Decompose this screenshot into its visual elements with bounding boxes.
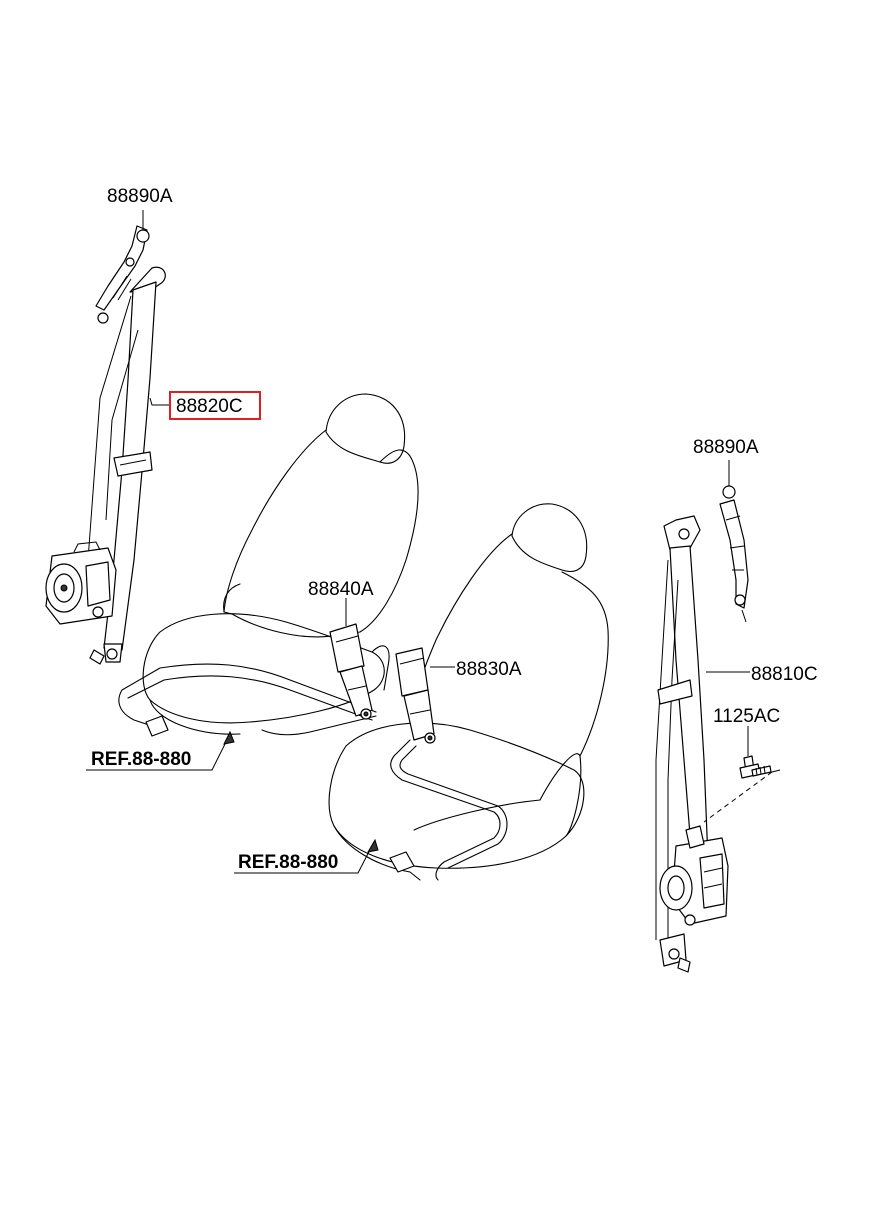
lower-anchor-left[interactable] [89, 643, 123, 665]
leader-lines [86, 210, 750, 874]
seat-right [328, 503, 609, 881]
label-belt-front-left[interactable]: 88820C [176, 396, 243, 417]
belt-webbing-right[interactable] [655, 545, 709, 940]
retractor-left[interactable] [45, 541, 117, 625]
selected-part-highlight [169, 391, 261, 420]
harness-right [389, 739, 508, 881]
label-buckle-left[interactable]: 88840A [308, 579, 374, 600]
buckle-left[interactable] [329, 623, 373, 720]
belt-webbing-left[interactable] [87, 266, 166, 651]
retractor-right[interactable] [659, 825, 729, 926]
label-ref-left[interactable]: REF.88-880 [91, 749, 191, 770]
bolt[interactable] [703, 755, 781, 823]
buckle-right[interactable] [395, 647, 436, 744]
label-anchor-upper-left[interactable]: 88890A [107, 186, 173, 207]
seat-left [142, 393, 419, 735]
label-anchor-upper-right[interactable]: 88890A [693, 437, 759, 458]
lower-anchor-right[interactable] [659, 933, 691, 973]
label-belt-front-right[interactable]: 88810C [751, 664, 818, 685]
label-buckle-right[interactable]: 88830A [456, 659, 522, 680]
right-seat-belt-assembly [655, 485, 781, 973]
label-bolt[interactable]: 1125AC [713, 706, 780, 727]
label-ref-right[interactable]: REF.88-880 [238, 852, 338, 873]
upper-anchor-left[interactable] [95, 225, 150, 324]
upper-anchor-right[interactable] [719, 485, 749, 623]
harness-left [118, 663, 377, 737]
left-seat-belt-assembly [45, 225, 166, 665]
shoulder-guide-right[interactable] [663, 515, 701, 551]
